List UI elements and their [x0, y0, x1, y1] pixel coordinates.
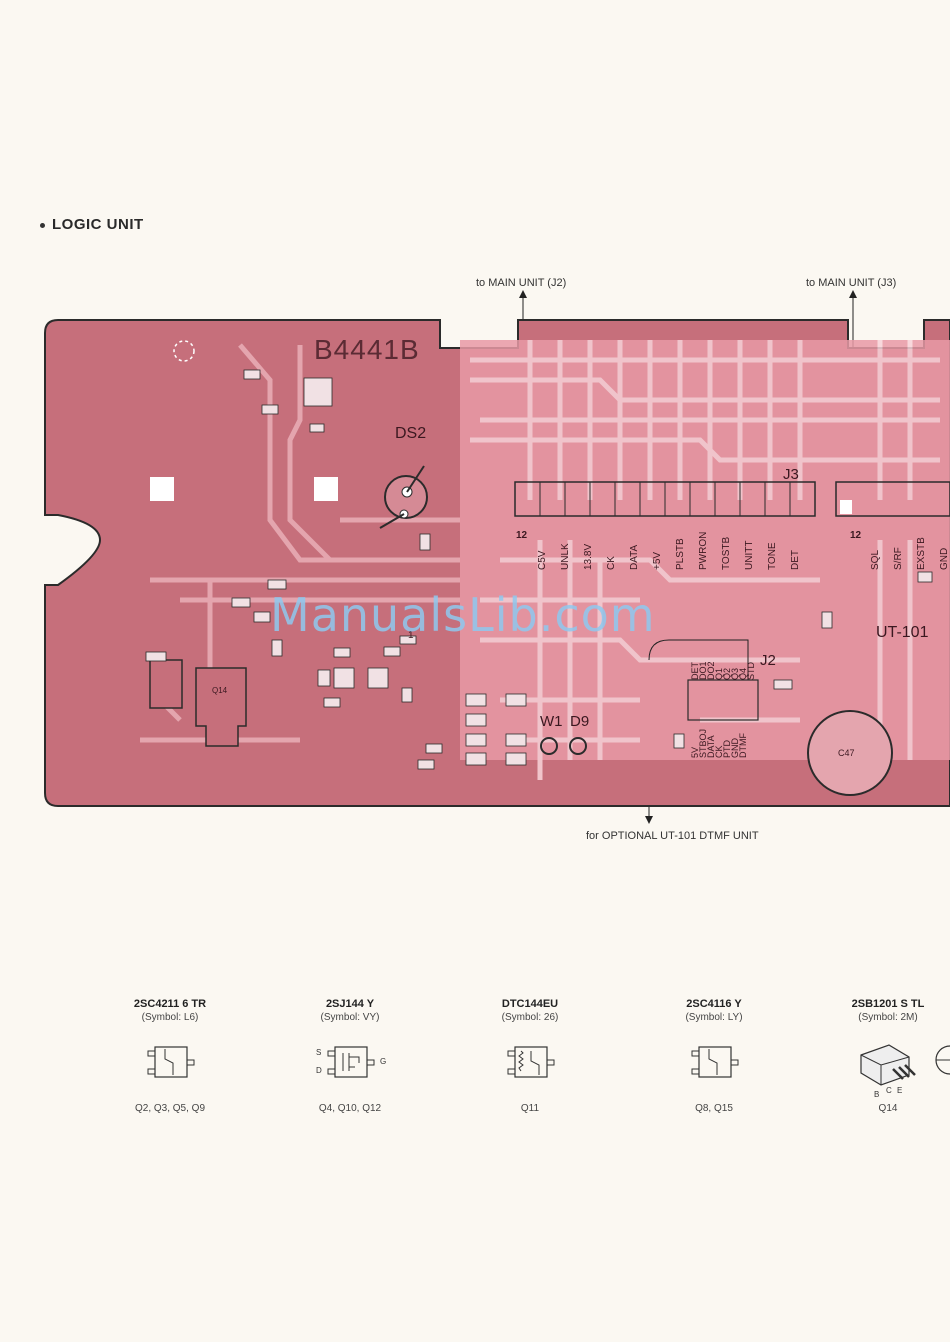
component-refs: Q11: [520, 1103, 540, 1114]
power-pin-b: B: [874, 1090, 880, 1099]
component-name: 2SJ144 Y: [325, 998, 375, 1010]
pin1-label: 1: [408, 630, 414, 641]
component-name: 2SC4211 6 TR: [133, 998, 207, 1010]
title-text: LOGIC UNIT: [52, 216, 144, 233]
pad-center: [314, 477, 338, 501]
arrow-head-optional: [645, 816, 653, 824]
j3-pin-label: DET: [790, 550, 801, 570]
j3b-pin-label: EXSTB: [916, 537, 927, 570]
component-name: 2SC4116 Y: [686, 998, 742, 1010]
power-transistor-icon: [860, 1044, 916, 1086]
w1-pad: [540, 737, 558, 755]
c47-label: C47: [838, 748, 855, 758]
component-block: DTC144EU (Symbol: 26) Q11: [450, 998, 610, 1114]
ds2-label: DS2: [395, 425, 427, 442]
j2-label: J2: [760, 652, 776, 669]
j3-pin-label: PLSTB: [675, 538, 686, 570]
sot23-transistor-icon: [147, 1046, 195, 1078]
j3-pin-label: CK: [606, 556, 617, 570]
component-symbol: (Symbol: LY): [685, 1012, 743, 1023]
component-symbol: (Symbol: L6): [141, 1012, 199, 1023]
j2-top-pin-label: STD: [746, 662, 756, 680]
component-block: 2SB1201 S TL (Symbol: 2M) Q14: [808, 998, 950, 1114]
mount-hole: [173, 340, 195, 362]
j3-pin-label: TOSTB: [721, 536, 732, 570]
fet-pin-s: S: [316, 1048, 322, 1057]
q14-label: Q14: [212, 686, 228, 695]
j2-bottom-pin-label: DTMF: [738, 733, 748, 758]
component-name: DTC144EU: [501, 998, 559, 1010]
component-symbol: (Symbol: 26): [501, 1012, 559, 1023]
connector-label-main-j3: to MAIN UNIT (J3): [806, 277, 897, 289]
component-name: 2SB1201 S TL: [851, 998, 925, 1010]
component-symbol: (Symbol: VY): [320, 1012, 380, 1023]
watermark: ManualsLib.com: [270, 588, 656, 642]
ut-label: UT-101: [876, 624, 929, 641]
j3-pin-label: C5V: [537, 550, 548, 570]
j3-pin12-label: 12: [516, 530, 528, 541]
component-block: 2SC4116 Y (Symbol: LY) Q8, Q15: [634, 998, 794, 1114]
j2-connector: [687, 679, 759, 721]
d9-label: D9: [570, 713, 590, 730]
component-symbol: (Symbol: 2M): [858, 1012, 918, 1023]
c47-capacitor: [807, 710, 893, 796]
q14-outline: [195, 667, 247, 747]
j3b-pin12-label: 12: [850, 530, 862, 541]
connector-label-optional: for OPTIONAL UT-101 DTMF UNIT: [586, 830, 759, 842]
j3-pin-label: UNITT: [744, 540, 755, 570]
fet-icon: [327, 1046, 375, 1078]
digital-transistor-icon: [507, 1046, 555, 1078]
sot23-transistor-icon: [691, 1046, 739, 1078]
component-refs: Q8, Q15: [695, 1103, 733, 1114]
component-refs: Q2, Q3, Q5, Q9: [134, 1103, 206, 1114]
component-refs: Q4, Q10, Q12: [318, 1103, 382, 1114]
j3-pin-label: PWRON: [698, 531, 709, 570]
fet-pin-g: G: [380, 1057, 387, 1066]
left-traces: [140, 343, 460, 743]
j3-pin-label: 13.8V: [583, 543, 594, 570]
fet-pin-d: D: [316, 1066, 322, 1075]
j3-pins: [539, 482, 791, 516]
bullet-icon: [40, 222, 45, 228]
j3b-pin-label: S/RF: [893, 547, 904, 570]
j3-pin-label: TONE: [767, 542, 778, 570]
trace-region: [460, 340, 950, 780]
j3b-pin-label: SQL: [870, 549, 881, 570]
connector-label-main-j2: to MAIN UNIT (J2): [476, 277, 567, 289]
smd-components: [145, 369, 933, 770]
component-block: 2SJ144 Y (Symbol: VY) Q4, Q10, Q12: [270, 998, 430, 1114]
j3-label: J3: [783, 466, 799, 483]
arrow-head-j3: [849, 290, 857, 298]
d9-pad: [569, 737, 587, 755]
j3b-connector: [835, 481, 950, 517]
component-refs: Q14: [878, 1103, 898, 1114]
board-id: B4441B: [314, 334, 420, 365]
j3b-pin-label: GND: [939, 547, 950, 570]
j3-pin-label: UNLK: [560, 543, 571, 570]
power-pin-c: C: [886, 1086, 892, 1095]
j3-pin-label: +5V: [652, 551, 663, 570]
power-pin-e: E: [897, 1086, 903, 1095]
component-block: 2SC4211 6 TR (Symbol: L6) Q2, Q3, Q5, Q9: [90, 998, 250, 1114]
arrow-head-j2: [519, 290, 527, 298]
j3-pin-label: DATA: [629, 544, 640, 570]
pad-left: [150, 477, 174, 501]
section-title: LOGIC UNIT: [40, 216, 144, 233]
w1-label: W1: [540, 713, 563, 730]
partial-circle-icon: [935, 1045, 950, 1075]
